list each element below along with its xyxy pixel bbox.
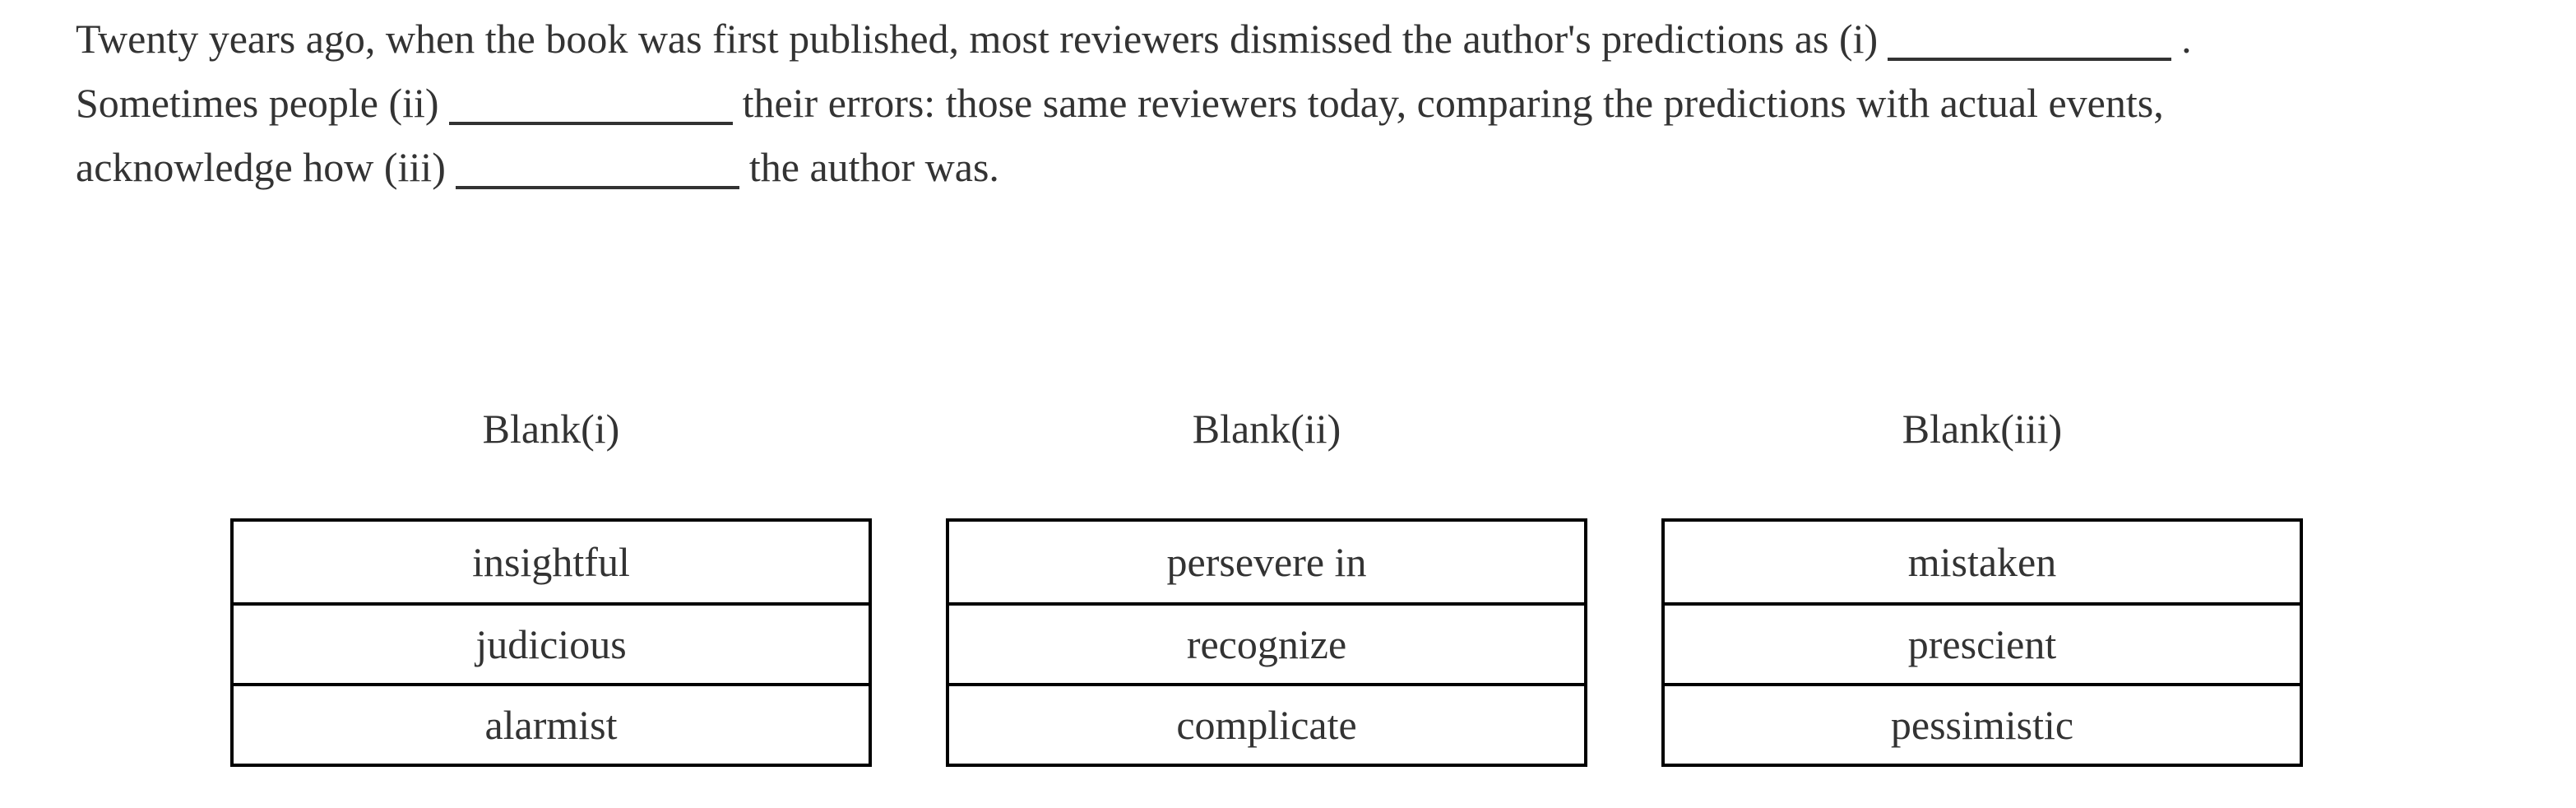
option-blank-iii-prescient[interactable]: prescient [1665, 602, 2300, 683]
passage-line-1: Twenty years ago, when the book was firs… [76, 7, 2192, 71]
column-header-blank-i: Blank(i) [482, 406, 620, 452]
blank-ii-underline [448, 122, 733, 125]
option-blank-ii-complicate[interactable]: complicate [949, 683, 1584, 764]
passage-line-3: acknowledge how (iii) the author was. [76, 135, 2192, 199]
options-table-blank-ii: persevere in recognize complicate [946, 518, 1587, 767]
option-blank-i-insightful[interactable]: insightful [472, 539, 630, 585]
passage-line-2-after: their errors: those same reviewers today… [742, 80, 2164, 126]
option-blank-iii-pessimistic[interactable]: pessimistic [1665, 683, 2300, 764]
passage-line-1-before: Twenty years ago, when the book was firs… [76, 16, 1879, 62]
option-blank-i-judicious[interactable]: judicious [234, 602, 869, 683]
passage-line-2-before: Sometimes people (ii) [76, 80, 439, 126]
blank-i-underline [1888, 58, 2172, 61]
column-header-blank-iii: Blank(iii) [1902, 406, 2063, 452]
passage-line-3-after: the author was. [748, 144, 999, 190]
column-header-blank-ii: Blank(ii) [1192, 406, 1341, 452]
passage-line-3-before: acknowledge how (iii) [76, 144, 446, 190]
options-table-blank-i: insightful judicious alarmist [230, 518, 872, 767]
options-table-blank-iii: mistaken prescient pessimistic [1661, 518, 2303, 767]
passage-line-1-after: . [2181, 16, 2192, 62]
option-blank-i-alarmist[interactable]: alarmist [234, 683, 869, 764]
blank-iii-underline [455, 186, 739, 189]
option-blank-ii-persevere-in[interactable]: persevere in [1166, 539, 1367, 585]
passage-line-2: Sometimes people (ii) their errors: those… [76, 71, 2192, 135]
option-blank-iii-mistaken[interactable]: mistaken [1907, 539, 2057, 585]
passage: Twenty years ago, when the book was firs… [76, 7, 2192, 199]
option-blank-ii-recognize[interactable]: recognize [949, 602, 1584, 683]
